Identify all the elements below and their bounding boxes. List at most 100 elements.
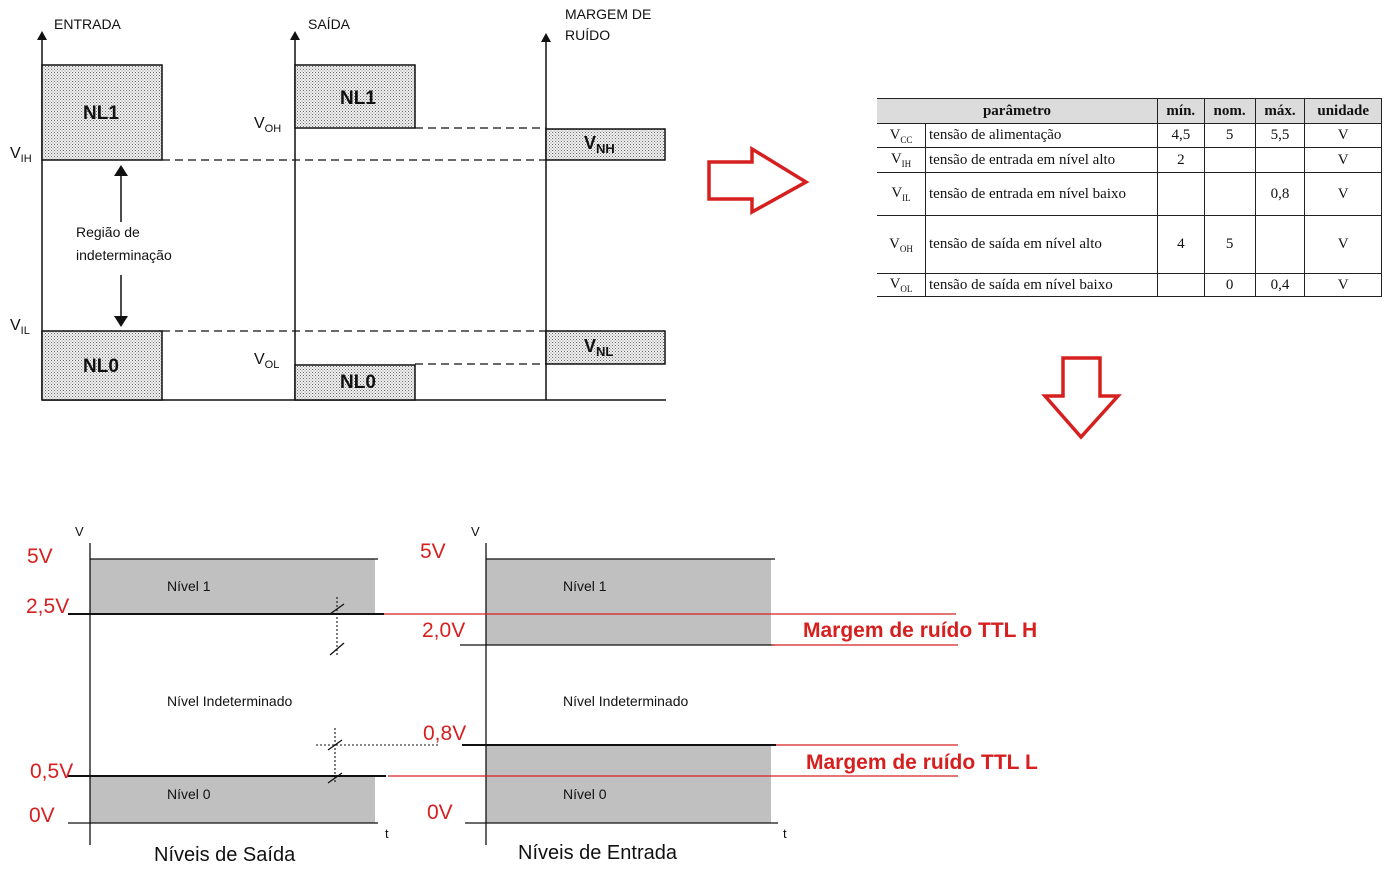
input-levels-chart: 5V 2,0V 0,8V 0V V t Nível 1 Nível Indete… — [420, 524, 787, 864]
row-max: 5,5 — [1254, 123, 1306, 148]
header-max: máx. — [1254, 98, 1306, 124]
row-nom — [1203, 172, 1256, 216]
input-caption: Níveis de Entrada — [518, 842, 678, 864]
input-08v-label: 0,8V — [423, 722, 466, 745]
vnl-label: VNL — [584, 336, 613, 359]
row-max — [1254, 215, 1306, 274]
table-header-row: parâmetro mín. nom. máx. unidade — [877, 98, 1382, 124]
nl1-input-box — [41, 64, 163, 161]
header-parametro: parâmetro — [877, 98, 1158, 124]
input-nivel1-label: Nível 1 — [563, 578, 607, 594]
output-nivel-ind-label: Nível Indeterminado — [167, 693, 293, 709]
row-min — [1157, 172, 1205, 216]
ttl-parameter-table: parâmetro mín. nom. máx. unidade VCC ten… — [877, 98, 1382, 297]
margem-ttl-h-label: Margem de ruído TTL H — [803, 619, 1037, 642]
entrada-label: ENTRADA — [54, 16, 122, 32]
input-5v-label: 5V — [420, 540, 446, 563]
input-nivel0-label: Nível 0 — [563, 786, 607, 802]
row-description: tensão de saída em nível baixo — [925, 273, 1158, 297]
row-min: 4 — [1157, 215, 1205, 274]
row-max — [1254, 147, 1306, 173]
row-symbol: VOL — [877, 273, 926, 297]
output-05v-label: 0,5V — [30, 760, 73, 783]
output-5v-label: 5V — [27, 545, 53, 568]
row-max: 0,8 — [1254, 172, 1306, 216]
nl0-input-box — [41, 330, 163, 401]
table-row: VIL tensão de entrada em nível baixo 0,8… — [877, 172, 1382, 216]
output-nivel1-band — [90, 559, 375, 614]
output-caption: Níveis de Saída — [154, 844, 296, 866]
regiao-label-line2: indeterminação — [76, 247, 172, 263]
input-nivel-ind-label: Nível Indeterminado — [563, 693, 689, 709]
row-description: tensão de entrada em nível alto — [925, 147, 1158, 173]
output-nivel1-label: Nível 1 — [167, 578, 211, 594]
nl1-output-box — [294, 64, 416, 129]
saida-axis-arrow-icon — [290, 31, 300, 40]
input-t-axis-label: t — [783, 826, 787, 841]
nl0-output-label: NL0 — [340, 372, 376, 393]
row-max: 0,4 — [1254, 273, 1306, 297]
row-unit: V — [1304, 172, 1382, 216]
output-nivel0-label: Nível 0 — [167, 786, 211, 802]
row-description: tensão de entrada em nível baixo — [925, 172, 1158, 216]
vil-label: VIL — [10, 317, 30, 337]
down-arrow-icon — [1041, 356, 1122, 440]
margem-ttl-l-label: Margem de ruído TTL L — [806, 751, 1038, 774]
header-unidade: unidade — [1304, 98, 1382, 124]
output-t-axis-label: t — [385, 826, 389, 841]
row-nom — [1203, 147, 1256, 173]
row-symbol: VCC — [877, 123, 926, 148]
row-symbol: VOH — [877, 215, 926, 274]
row-min: 2 — [1157, 147, 1205, 173]
table-row: VOH tensão de saída em nível alto 4 5 V — [877, 215, 1382, 274]
up-arrow-icon — [114, 165, 128, 176]
nl0-output-box — [294, 364, 416, 401]
table-row: VOL tensão de saída em nível baixo 0 0,4… — [877, 273, 1382, 297]
break-slash-4 — [327, 772, 343, 784]
row-min: 4,5 — [1157, 123, 1205, 148]
vnh-box — [545, 128, 666, 161]
row-unit: V — [1304, 123, 1382, 148]
header-nom: nom. — [1203, 98, 1256, 124]
row-nom: 0 — [1203, 273, 1256, 297]
nl1-output-label: NL1 — [340, 88, 376, 109]
row-min — [1157, 273, 1205, 297]
input-v-axis-label: V — [471, 524, 480, 539]
vnl-box — [545, 330, 666, 365]
output-0v-label: 0V — [29, 804, 55, 827]
vih-label: VIH — [10, 145, 32, 165]
row-symbol: VIL — [877, 172, 926, 216]
regiao-label-line1: Região de — [76, 224, 140, 240]
row-description: tensão de saída em nível alto — [925, 215, 1158, 274]
output-levels-chart: 5V 2,5V 0,5V 0V V t Nível 1 Nível Indete… — [26, 524, 440, 866]
input-nivel1-band — [486, 559, 771, 645]
nl1-input-label: NL1 — [83, 103, 119, 124]
input-nivel0-band — [486, 745, 771, 823]
output-nivel0-band — [90, 776, 375, 823]
row-unit: V — [1304, 273, 1382, 297]
table-row: VIH tensão de entrada em nível alto 2 V — [877, 147, 1382, 173]
margem-label-line1: MARGEM DE — [565, 6, 651, 22]
break-slash-3 — [327, 739, 343, 751]
output-25v-label: 2,5V — [26, 595, 69, 618]
row-description: tensão de alimentação — [925, 123, 1158, 148]
row-nom: 5 — [1203, 123, 1256, 148]
entrada-axis-arrow-icon — [37, 31, 47, 40]
margem-label-line2: RUÍDO — [565, 27, 610, 43]
break-slash-2 — [329, 642, 345, 656]
output-v-axis-label: V — [75, 524, 84, 539]
margem-axis-arrow-icon — [541, 33, 551, 42]
row-unit: V — [1304, 147, 1382, 173]
input-20v-label: 2,0V — [422, 619, 465, 642]
table-row: VCC tensão de alimentação 4,5 5 5,5 V — [877, 123, 1382, 148]
voh-label: VOH — [254, 115, 281, 135]
vol-label: VOL — [254, 351, 279, 371]
input-0v-label: 0V — [427, 801, 453, 824]
right-arrow-icon — [707, 145, 810, 215]
down-arrow-icon — [114, 316, 128, 327]
vnh-label: VNH — [584, 133, 615, 156]
saida-label: SAÍDA — [308, 16, 351, 32]
nl0-input-label: NL0 — [83, 356, 119, 377]
row-unit: V — [1304, 215, 1382, 274]
